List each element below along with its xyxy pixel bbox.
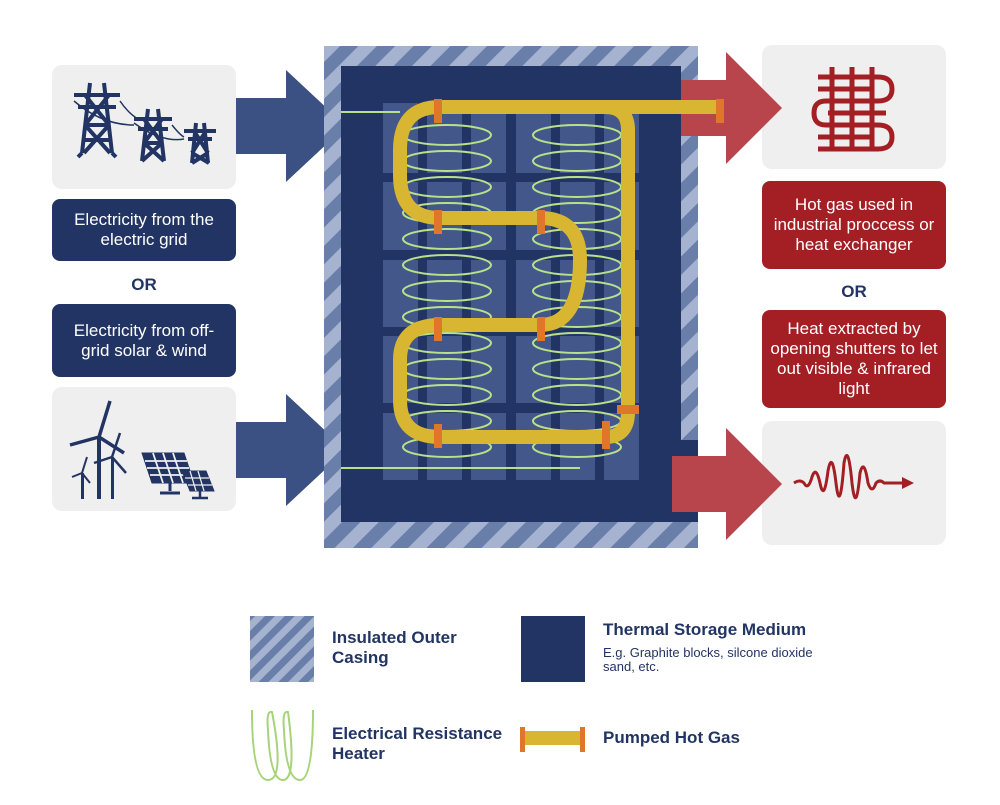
radiation-panel <box>762 421 946 545</box>
heater-coil-loop <box>402 254 492 276</box>
transmission-towers-icon <box>73 82 216 165</box>
legend-heater-title: Electrical Resistance Heater <box>332 724 503 763</box>
radiation-wave-icon <box>793 454 914 500</box>
heater-coil-loop <box>402 280 492 302</box>
grid-source-label: Electricity from the electric grid <box>52 199 236 261</box>
wind-turbines-solar-panels-icon <box>69 400 215 500</box>
or-left: OR <box>131 275 157 294</box>
light-output-arrow <box>672 428 782 540</box>
legend-gas-swatch <box>520 727 585 752</box>
hot-gas-output-arrow <box>681 52 782 164</box>
light-output-label: Heat extracted by opening shutters to le… <box>762 310 946 408</box>
hot-gas-output-label: Hot gas used in industrial proccess or h… <box>762 181 946 269</box>
legend-casing-swatch <box>250 616 314 682</box>
renewable-input-arrow <box>236 394 346 506</box>
legend-medium-title: Thermal Storage Medium <box>603 620 807 639</box>
heat-exchanger-icon <box>811 67 895 152</box>
grid-input-arrow <box>236 70 346 182</box>
legend-casing-title: Insulated Outer Casing <box>332 628 457 667</box>
legend-medium-swatch <box>521 616 585 682</box>
or-right: OR <box>841 282 867 301</box>
heater-coil-loop <box>402 228 492 250</box>
legend-gas-title: Pumped Hot Gas <box>603 728 740 747</box>
renewable-source-label: Electricity from off-grid solar & wind <box>52 304 236 377</box>
legend-heater-swatch <box>251 709 314 782</box>
legend-medium-subtitle: E.g. Graphite blocks, silcone dioxide sa… <box>603 645 813 674</box>
grid-icon-panel <box>52 65 236 189</box>
heat-exchanger-panel <box>762 45 946 169</box>
pipe-valves <box>434 99 724 449</box>
renewable-icon-panel <box>52 387 236 511</box>
